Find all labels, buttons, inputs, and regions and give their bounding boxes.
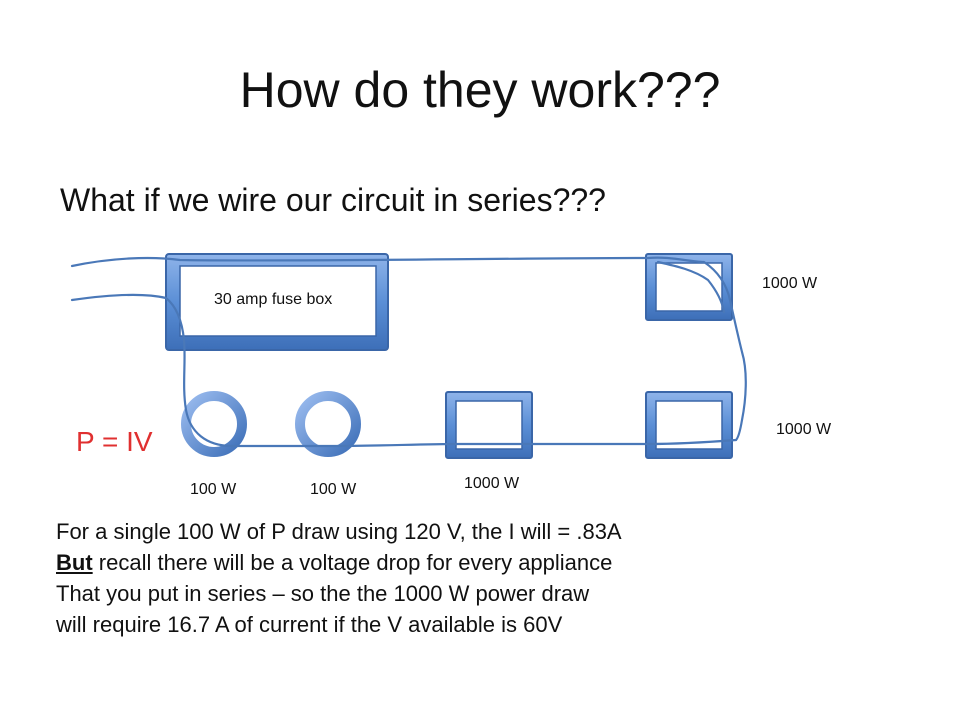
bulb-ring-1 [181,391,247,457]
bulb-label-2: 100 W [310,481,357,498]
appliance-label-bottom-right: 1000 W [776,421,832,438]
power-formula: P = IV [76,426,153,457]
fuse-box [165,253,389,351]
explanation-line-2-rest: recall there will be a voltage drop for … [92,550,613,575]
circuit-wires [70,256,747,448]
explanation-text: For a single 100 W of P draw using 120 V… [56,516,916,640]
emphasis-but: But [56,550,93,575]
bulb-ring-2 [295,391,361,457]
slide-subtitle: What if we wire our circuit in series??? [60,182,606,218]
explanation-line-3: That you put in series – so the the 1000… [56,581,590,606]
appliance-label-top-right: 1000 W [762,275,818,292]
fuse-box-label: 30 amp fuse box [214,291,333,308]
appliance-box-bottom-right [645,391,733,459]
explanation-line-4: will require 16.7 A of current if the V … [56,612,563,637]
explanation-line-2: But recall there will be a voltage drop … [56,547,916,578]
appliance-box-top-right [645,253,733,321]
slide-title: How do they work??? [239,62,721,118]
bulb-label-1: 100 W [190,481,237,498]
appliance-box-bottom-middle [445,391,533,459]
appliance-label-bottom-middle: 1000 W [464,475,520,492]
explanation-line-1: For a single 100 W of P draw using 120 V… [56,519,622,544]
